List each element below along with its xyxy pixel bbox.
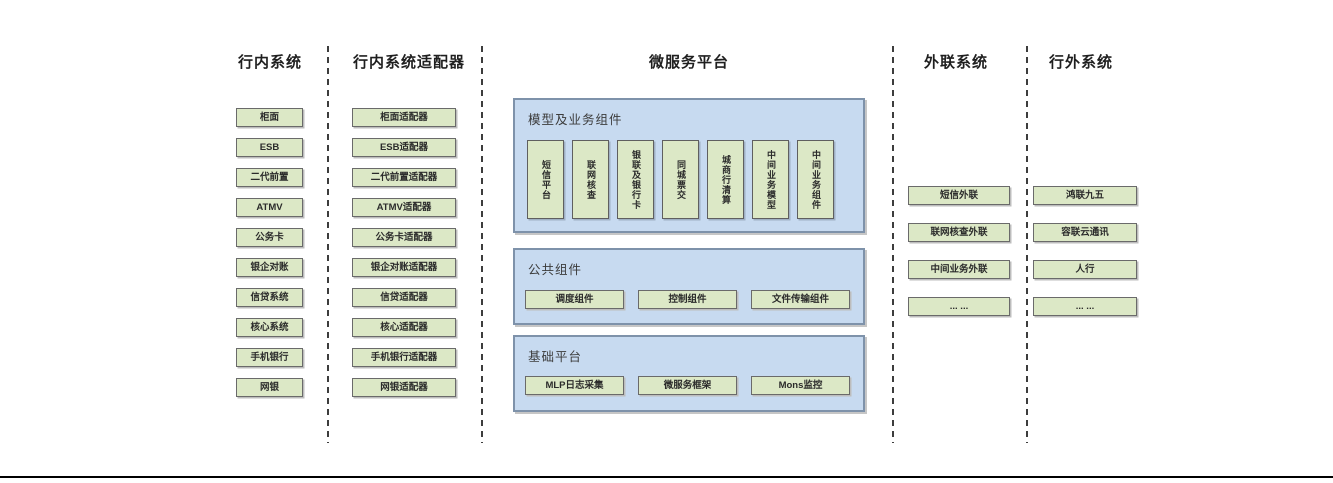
common-components-panel: 公共组件 调度组件控制组件文件传输组件	[513, 248, 865, 325]
adapter-box: 网银适配器	[352, 378, 456, 397]
component-box: 调度组件	[525, 290, 624, 309]
dashed-divider-3	[892, 46, 894, 443]
system-box: ATMV	[236, 198, 303, 217]
component-box: Mons监控	[751, 376, 850, 395]
bottom-divider-line	[0, 476, 1333, 478]
external-link-box: 联网核查外联	[908, 223, 1010, 242]
system-box: 银企对账	[236, 258, 303, 277]
adapter-box: ATMV适配器	[352, 198, 456, 217]
base-platform-panel: 基础平台 MLP日志采集微服务框架 Mons监控	[513, 335, 865, 412]
dashed-divider-2	[481, 46, 483, 443]
external-link-systems-list: 短信外联联网核查外联中间业务外联 ... ...	[908, 186, 1010, 316]
component-box-vertical: 短信平台	[527, 140, 564, 219]
component-box-vertical: 同城票交	[662, 140, 699, 219]
column-header-inbank-systems: 行内系统	[237, 54, 302, 71]
component-box: 微服务框架	[638, 376, 737, 395]
external-link-box: ... ...	[908, 297, 1010, 316]
outside-bank-box: 容联云通讯	[1033, 223, 1137, 242]
system-box: 手机银行	[236, 348, 303, 367]
common-components-row: 调度组件控制组件文件传输组件	[525, 290, 850, 309]
column-header-external-link-systems: 外联系统	[923, 54, 988, 71]
adapter-box: 信贷适配器	[352, 288, 456, 307]
system-box: 网银	[236, 378, 303, 397]
panel-title: 基础平台	[528, 350, 583, 364]
outside-bank-systems-list: 鸿联九五容联云通讯人行 ... ...	[1033, 186, 1137, 316]
component-box-vertical: 银联及银行卡	[617, 140, 654, 219]
external-link-box: 中间业务外联	[908, 260, 1010, 279]
adapter-box: 公务卡适配器	[352, 228, 456, 247]
system-box: 信贷系统	[236, 288, 303, 307]
system-box: 柜面	[236, 108, 303, 127]
outside-bank-box: 人行	[1033, 260, 1137, 279]
adapter-box: 柜面适配器	[352, 108, 456, 127]
adapter-box: 银企对账适配器	[352, 258, 456, 277]
component-box: 控制组件	[638, 290, 737, 309]
dashed-divider-4	[1026, 46, 1028, 443]
model-business-components-row: 短信平台联网核查银联及银行卡同城票交城商行清算中间业务模型中间业务组件	[527, 140, 834, 219]
system-box: ESB	[236, 138, 303, 157]
column-header-microservice-platform: 微服务平台	[648, 54, 729, 71]
component-box: 文件传输组件	[751, 290, 850, 309]
adapter-box: 核心适配器	[352, 318, 456, 337]
component-box-vertical: 中间业务模型	[752, 140, 789, 219]
adapter-box: ESB适配器	[352, 138, 456, 157]
external-link-box: 短信外联	[908, 186, 1010, 205]
panel-title: 公共组件	[528, 263, 583, 277]
panel-title: 模型及业务组件	[528, 113, 623, 127]
component-box: MLP日志采集	[525, 376, 624, 395]
outside-bank-box: ... ...	[1033, 297, 1137, 316]
base-platform-row: MLP日志采集微服务框架 Mons监控	[525, 376, 850, 395]
system-box: 公务卡	[236, 228, 303, 247]
outside-bank-box: 鸿联九五	[1033, 186, 1137, 205]
component-box-vertical: 联网核查	[572, 140, 609, 219]
adapter-box: 手机银行适配器	[352, 348, 456, 367]
component-box-vertical: 城商行清算	[707, 140, 744, 219]
system-box: 核心系统	[236, 318, 303, 337]
column-header-outside-bank-systems: 行外系统	[1048, 54, 1113, 71]
component-box-vertical: 中间业务组件	[797, 140, 834, 219]
inbank-systems-list: 柜面 ESB 二代前置 ATMV 公务卡银企对账信贷系统核心系统手机银行网银	[236, 108, 303, 397]
column-header-inbank-adapters: 行内系统适配器	[352, 54, 465, 71]
model-business-components-panel: 模型及业务组件 短信平台联网核查银联及银行卡同城票交城商行清算中间业务模型中间业…	[513, 98, 865, 233]
adapter-box: 二代前置适配器	[352, 168, 456, 187]
system-box: 二代前置	[236, 168, 303, 187]
dashed-divider-1	[327, 46, 329, 443]
inbank-adapters-list: 柜面适配器 ESB适配器二代前置适配器 ATMV适配器公务卡适配器银企对账适配器信贷…	[352, 108, 456, 397]
